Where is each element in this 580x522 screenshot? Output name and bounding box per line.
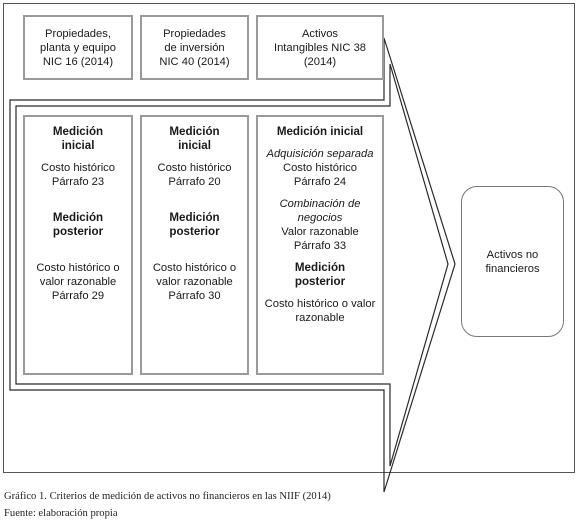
subsequent-heading: Medición posterior bbox=[294, 261, 346, 288]
standard-box-nic16: Propiedades, planta y equipo NIC 16 (201… bbox=[23, 15, 133, 80]
combination-label: Combinación de negocios bbox=[279, 198, 361, 224]
acquisition-label: Adquisición separada bbox=[266, 148, 374, 160]
standard-box-nic38: Activos Intangibles NIC 38 (2014) bbox=[256, 15, 384, 80]
subsequent-heading: Medición posterior bbox=[52, 211, 104, 238]
subsequent-heading: Medición posterior bbox=[169, 211, 220, 238]
initial-text: Costo histórico Párrafo 23 bbox=[41, 162, 115, 188]
standard-box-nic40: Propiedades de inversión NIC 40 (2014) bbox=[140, 15, 249, 80]
initial-heading: Medición inicial bbox=[276, 125, 364, 138]
acquisition-text: Costo histórico Párrafo 24 bbox=[283, 162, 357, 188]
subsequent-text: Costo histórico o valor razonable bbox=[264, 298, 376, 324]
initial-heading: Medición inicial bbox=[52, 125, 104, 152]
result-label: Activos no financieros bbox=[485, 248, 540, 275]
measurement-box-nic38: Medición inicial Adquisición separada Co… bbox=[256, 115, 384, 375]
initial-heading: Medición inicial bbox=[169, 125, 220, 152]
figure-frame bbox=[3, 3, 575, 473]
arrow-outer-outline bbox=[9, 37, 456, 493]
subsequent-text: Costo histórico o valor razonable Párraf… bbox=[36, 262, 120, 302]
combination-text: Valor razonable Párrafo 33 bbox=[281, 226, 359, 252]
result-box: Activos no financieros bbox=[461, 186, 564, 337]
measurement-box-nic40: Medición inicial Costo histórico Párrafo… bbox=[140, 115, 249, 375]
standard-label: Propiedades, planta y equipo NIC 16 (201… bbox=[40, 27, 116, 68]
figure-caption: Gráfico 1. Criterios de medición de acti… bbox=[4, 488, 331, 522]
subsequent-text: Costo histórico o valor razonable Párraf… bbox=[152, 262, 237, 302]
standard-label: Activos Intangibles NIC 38 (2014) bbox=[273, 27, 367, 68]
caption-title: Gráfico 1. Criterios de medición de acti… bbox=[4, 491, 331, 502]
standard-label: Propiedades de inversión NIC 40 (2014) bbox=[159, 27, 230, 68]
initial-text: Costo histórico Párrafo 20 bbox=[157, 162, 232, 188]
arrow-inner-outline bbox=[15, 63, 449, 467]
caption-source: Fuente: elaboración propia bbox=[4, 508, 118, 519]
measurement-box-nic16: Medición inicial Costo histórico Párrafo… bbox=[23, 115, 133, 375]
